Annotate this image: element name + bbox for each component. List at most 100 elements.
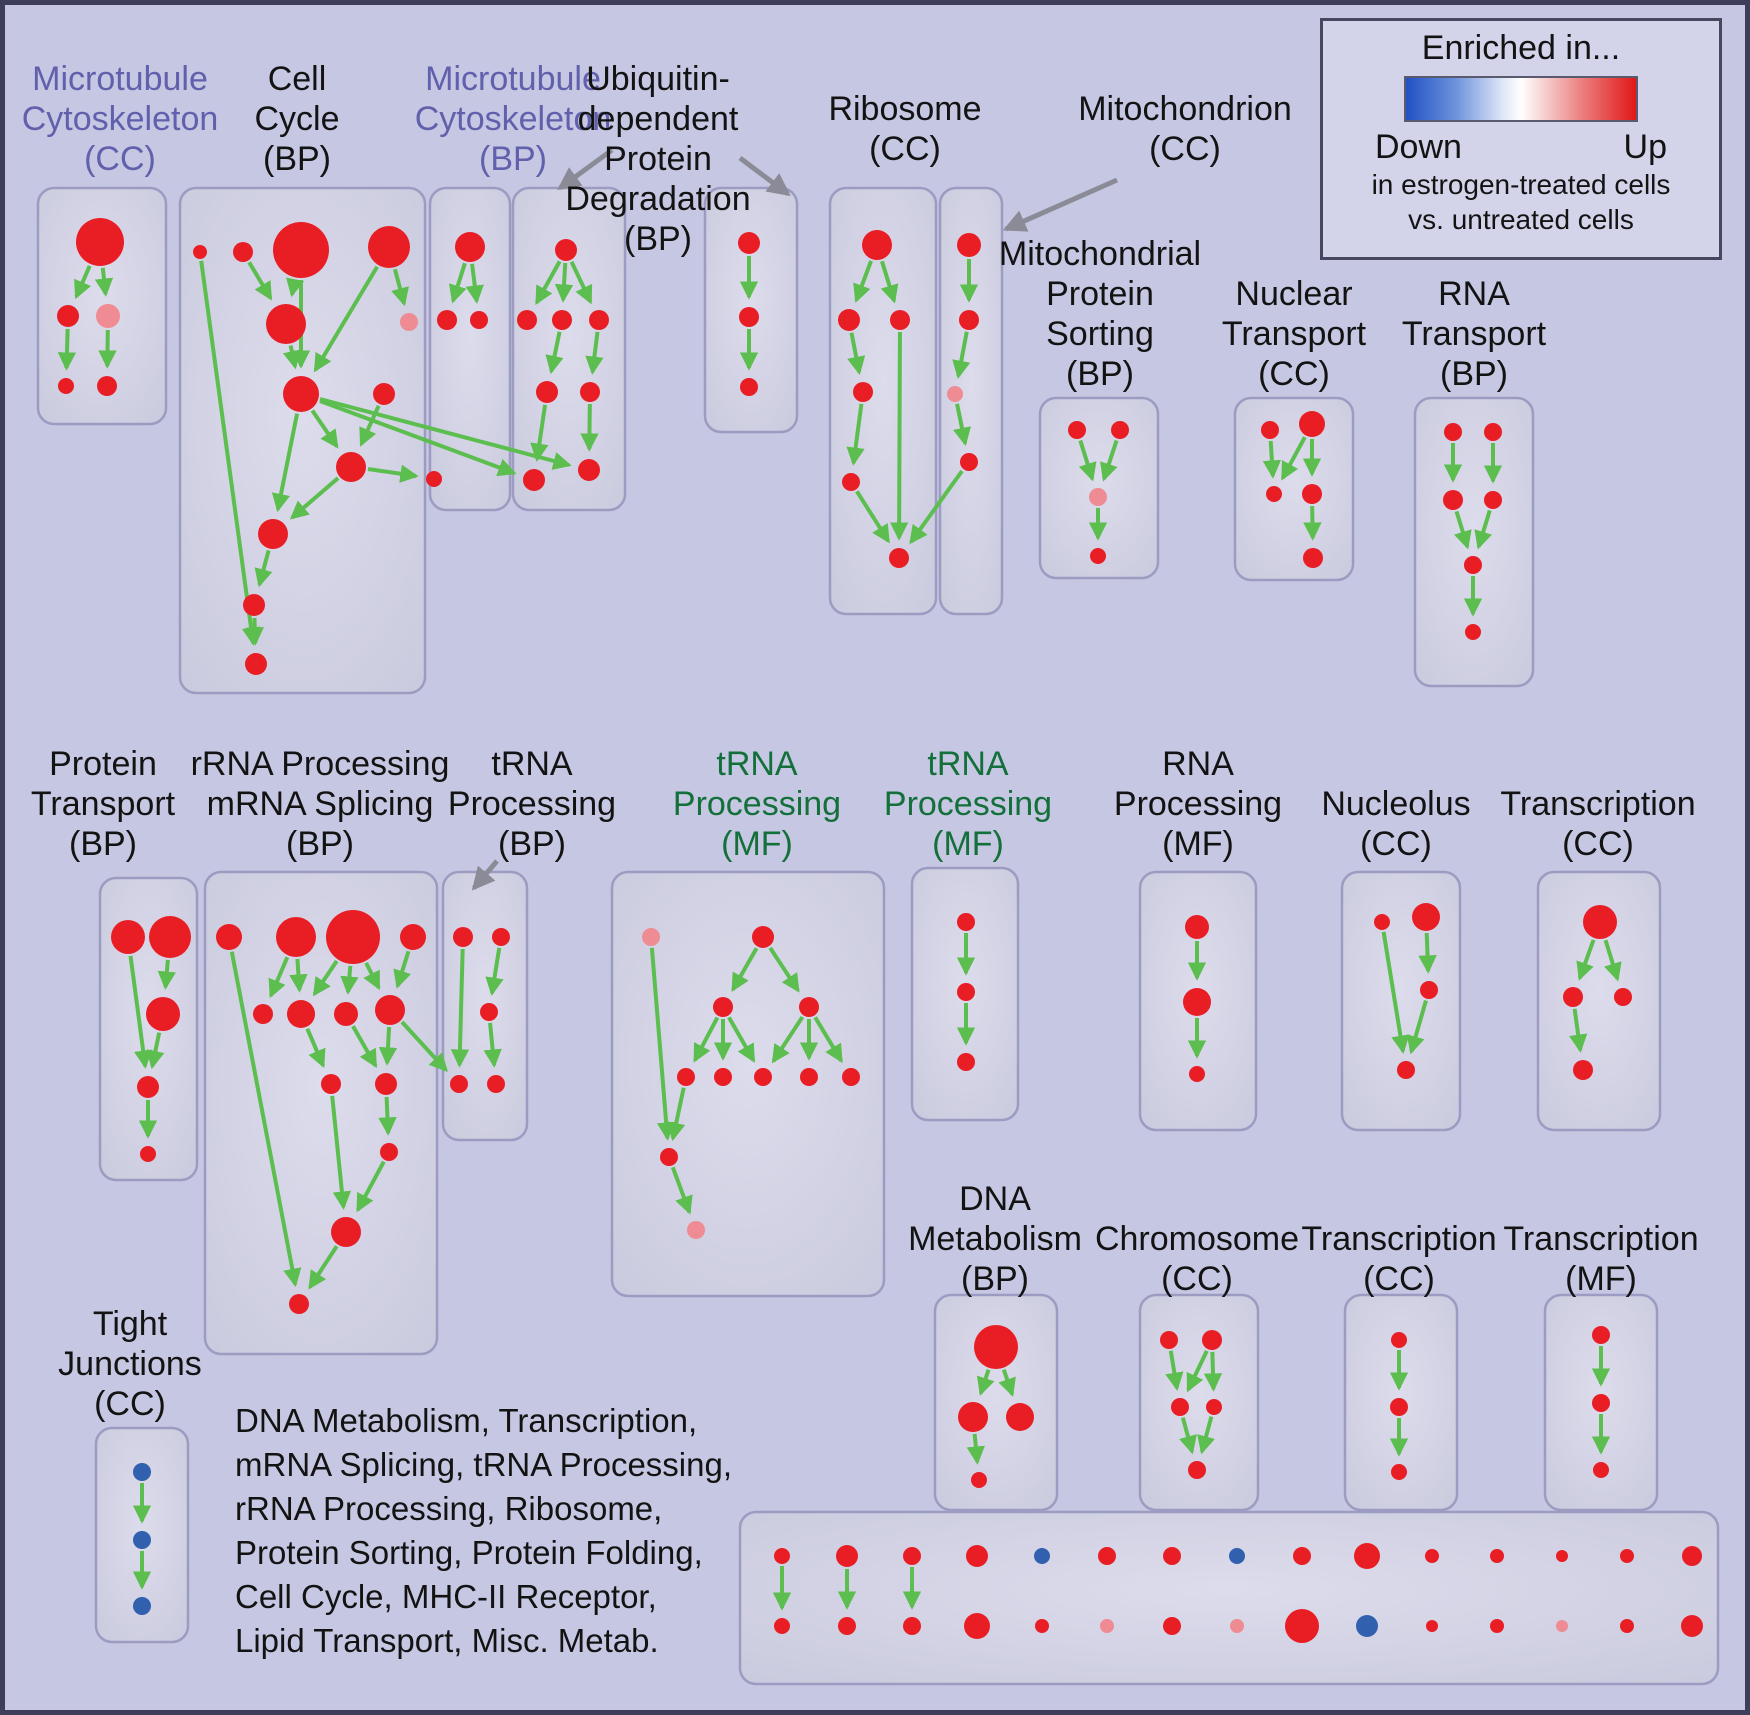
cross-edge-arrow (367, 464, 419, 483)
edge-arrow (310, 409, 339, 449)
go-term-node (889, 548, 909, 568)
go-term-node (1261, 421, 1279, 439)
edge-arrow (465, 263, 484, 304)
go-term-node (536, 381, 558, 403)
cross-edge-arrow (319, 399, 517, 477)
edge-arrow (1474, 509, 1492, 550)
edge-arrow (1186, 1349, 1209, 1393)
go-term-node (1464, 556, 1482, 574)
edge-arrow (585, 331, 604, 375)
edge-arrow (98, 329, 117, 369)
cluster-nodes-rrna-processing-mrna-splicing-bp (216, 910, 426, 1314)
go-term-node (437, 310, 457, 330)
go-term-node (1573, 1060, 1593, 1080)
go-term-node (966, 1545, 988, 1567)
go-term-node (1390, 1398, 1408, 1416)
edge-arrow (855, 490, 891, 544)
go-term-node (1293, 1547, 1311, 1565)
cluster-nodes-ubiquitin-degradation-a (517, 239, 609, 491)
go-term-node (470, 311, 488, 329)
legend-title: Enriched in... (1421, 29, 1621, 67)
go-term-node (133, 1463, 151, 1481)
edge-arrow (282, 345, 301, 370)
edge-arrow (569, 260, 593, 305)
go-term-node (336, 452, 366, 482)
go-term-node (76, 218, 124, 266)
nodes (57, 218, 1703, 1643)
go-term-node (738, 232, 760, 254)
label-transcription-mf: Transcription(MF) (1503, 1220, 1698, 1298)
go-term-node (1229, 1548, 1245, 1564)
edge-arrow (771, 1015, 805, 1064)
edge-arrow (1280, 436, 1307, 481)
go-term-node (903, 1547, 921, 1565)
go-term-node (523, 469, 545, 491)
edge-arrow (450, 948, 470, 1068)
go-term-node (1160, 1331, 1178, 1349)
cross-edge-arrow (909, 469, 964, 545)
edge-arrow (1203, 1351, 1223, 1392)
go-term-node (1230, 1619, 1244, 1633)
go-term-node (450, 1075, 468, 1093)
legend-subtitle-1: in estrogen-treated cells (1371, 169, 1671, 200)
cluster-box-rrna-processing-mrna-splicing-bp (203, 870, 439, 1356)
edge-arrow (1381, 931, 1410, 1054)
edge-arrow (1454, 510, 1472, 550)
legend-up-label: Up (1623, 128, 1667, 166)
go-term-node (714, 1068, 732, 1086)
edge-arrow (667, 1087, 686, 1142)
go-term-node (283, 376, 319, 412)
edge-arrow (363, 961, 381, 991)
edge-arrow (847, 332, 866, 376)
go-term-node (380, 1143, 398, 1161)
go-term-node (1183, 988, 1211, 1016)
go-term-node (480, 1003, 498, 1021)
label-transcription-cc-lower: Transcription(CC) (1301, 1220, 1496, 1298)
go-term-node (838, 309, 860, 331)
go-term-node (1202, 1330, 1222, 1350)
go-term-node (1465, 624, 1481, 640)
cluster-box-microtubule-cytoskeleton-bp (428, 186, 512, 512)
go-term-node (273, 222, 329, 278)
legend-axis-labels: Down Up (1323, 122, 1719, 167)
edge-arrow (768, 946, 800, 993)
go-term-node (752, 926, 774, 948)
go-term-node (455, 232, 485, 262)
go-term-node (140, 1146, 156, 1162)
edge-arrow (146, 1032, 165, 1070)
edge-arrow (305, 1027, 326, 1069)
go-term-node (957, 983, 975, 1001)
go-term-node (1556, 1550, 1568, 1562)
go-term-node (289, 1294, 309, 1314)
go-term-node (1391, 1332, 1407, 1348)
cluster-box-mixed-groups (738, 1510, 1720, 1686)
cluster-nodes-rna-processing-mf (1183, 915, 1211, 1082)
go-term-node (400, 924, 426, 950)
go-term-node (492, 928, 510, 946)
edge-arrow (649, 947, 676, 1141)
edge-arrow (534, 260, 562, 305)
go-term-node (1425, 1549, 1439, 1563)
cluster-nodes-mitochondrial-protein-sorting-bp (1068, 421, 1129, 564)
edge-arrow (271, 413, 300, 513)
go-term-node (111, 920, 145, 954)
go-term-node (677, 1068, 695, 1086)
go-term-node (137, 1076, 159, 1098)
go-term-node (1374, 914, 1390, 930)
edge-arrow (247, 261, 273, 301)
edges (57, 256, 1622, 1611)
go-term-node (971, 1472, 987, 1488)
go-term-node (1614, 988, 1632, 1006)
go-term-node (375, 1073, 397, 1095)
edge-arrow (530, 404, 549, 462)
edge-arrow (727, 1016, 756, 1063)
cluster-nodes-microtubule-cytoskeleton-cc (57, 218, 124, 396)
go-term-node (1111, 421, 1129, 439)
go-term-node (1185, 915, 1209, 939)
edge-arrow (952, 331, 971, 380)
